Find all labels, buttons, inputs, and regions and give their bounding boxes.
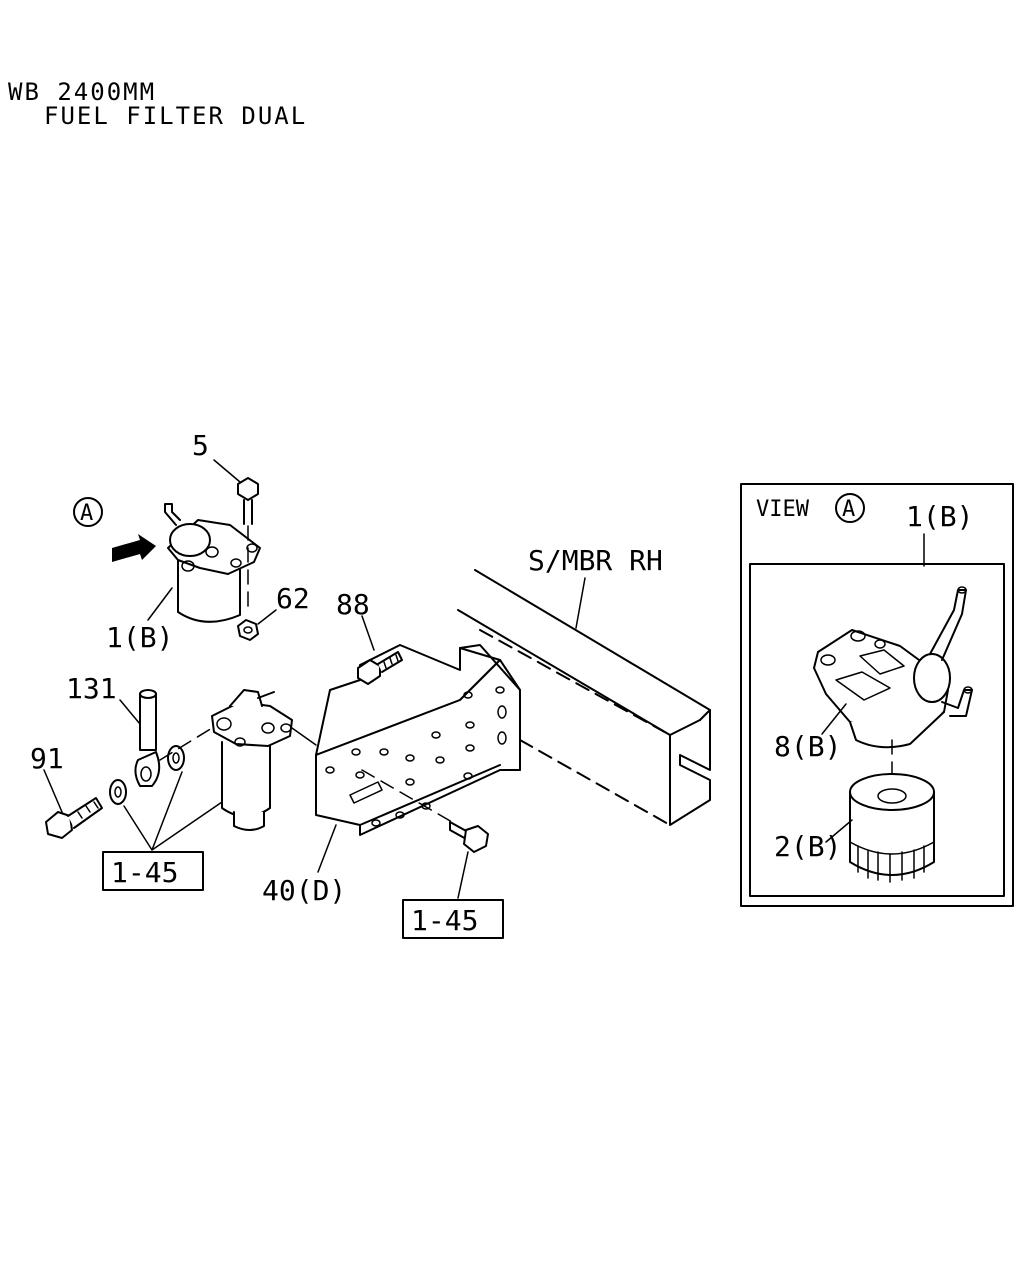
- leader-62: [257, 609, 277, 625]
- banjo-bolt-91: [45, 797, 103, 839]
- label-62: 62: [276, 582, 310, 615]
- washer-right: [167, 745, 185, 771]
- leader-131: [119, 699, 141, 725]
- leader-1b-upper: [147, 587, 173, 621]
- label-40d: 40(D): [262, 874, 346, 907]
- eye-fitting-131: [134, 689, 161, 787]
- view-leader-8b: [821, 703, 847, 735]
- ref-box-right: [402, 899, 504, 939]
- direction-arrow: [112, 534, 156, 562]
- washer-left: [109, 779, 127, 805]
- leader-91: [43, 769, 63, 813]
- header-model: WB 2400MM: [8, 78, 156, 106]
- label-5: 5: [192, 429, 209, 462]
- label-side-member: S/MBR RH: [528, 544, 663, 577]
- label-131: 131: [66, 672, 117, 705]
- label-91: 91: [30, 742, 64, 775]
- leader-ref-right: [457, 851, 469, 899]
- view-label-8b: 8(B): [774, 730, 841, 763]
- view-a-frame: [740, 483, 1014, 907]
- nut-62: [237, 619, 259, 641]
- view-a-inner-frame: [749, 563, 1005, 897]
- view-label-1b: 1(B): [906, 500, 973, 533]
- view-a-title: VIEW: [756, 497, 810, 522]
- side-member-rh: [457, 569, 711, 826]
- leader-5: [213, 459, 241, 483]
- label-88: 88: [336, 588, 370, 621]
- leaders-ref-left: [123, 771, 223, 851]
- bolt-88: [357, 651, 403, 685]
- label-1b: 1(B): [106, 621, 173, 654]
- filter-cartridge-2b: [849, 773, 935, 883]
- fuel-filter-lower: [211, 689, 317, 831]
- header-title: FUEL FILTER DUAL: [44, 102, 307, 130]
- ref-left: 1-45: [111, 856, 178, 889]
- bracket-leader: [317, 824, 337, 873]
- view-a-circle: [835, 493, 865, 523]
- view-a-letter: A: [842, 497, 855, 522]
- view-leader-2b: [825, 819, 853, 843]
- label-a: A: [80, 501, 93, 526]
- member-leader: [575, 577, 586, 629]
- bracket-bolt-lower: [449, 821, 489, 853]
- bolt-5: [237, 477, 259, 611]
- leader-88: [361, 615, 375, 651]
- ref-right: 1-45: [411, 904, 478, 937]
- ref-box-left: [102, 851, 204, 891]
- filter-head-8b: [813, 586, 973, 749]
- view-label-2b: 2(B): [774, 830, 841, 863]
- filter-bracket: [315, 644, 521, 836]
- view-a-marker: [73, 497, 103, 527]
- fuel-filter-upper: [164, 503, 261, 623]
